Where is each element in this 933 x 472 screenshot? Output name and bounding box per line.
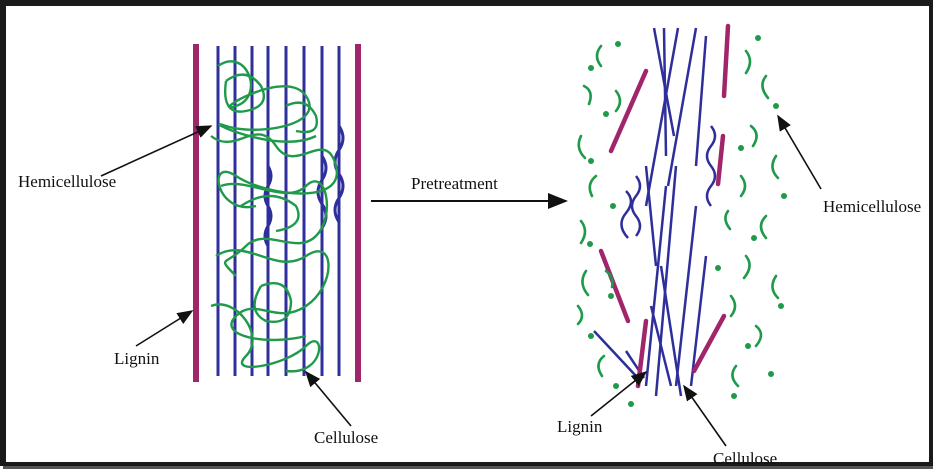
arrow-lignin-right <box>591 372 646 416</box>
right-cellulose-fibers <box>594 28 715 396</box>
label-cellulose-right: Cellulose <box>713 449 777 468</box>
arrow-lignin-left <box>136 311 192 346</box>
untreated-biomass <box>196 44 358 382</box>
label-hemicellulose-right: Hemicellulose <box>823 197 921 216</box>
right-hemicellulose-fragments <box>578 46 778 386</box>
arrow-hemicellulose-right <box>778 116 821 189</box>
label-cellulose-left: Cellulose <box>314 428 378 447</box>
left-lignin-walls <box>196 44 358 382</box>
pretreatment-diagram: Hemicellulose Lignin Cellulose Pretreatm… <box>6 6 933 472</box>
pointer-arrows <box>101 116 821 446</box>
label-pretreatment: Pretreatment <box>411 174 498 193</box>
pretreated-biomass <box>578 26 787 407</box>
arrow-cellulose-right <box>684 386 726 446</box>
label-hemicellulose-left: Hemicellulose <box>18 172 116 191</box>
label-lignin-left: Lignin <box>114 349 160 368</box>
label-lignin-right: Lignin <box>557 417 603 436</box>
left-hemicellulose-network <box>211 61 337 371</box>
arrow-cellulose-left <box>306 372 351 426</box>
left-cellulose-fibers <box>218 46 343 376</box>
